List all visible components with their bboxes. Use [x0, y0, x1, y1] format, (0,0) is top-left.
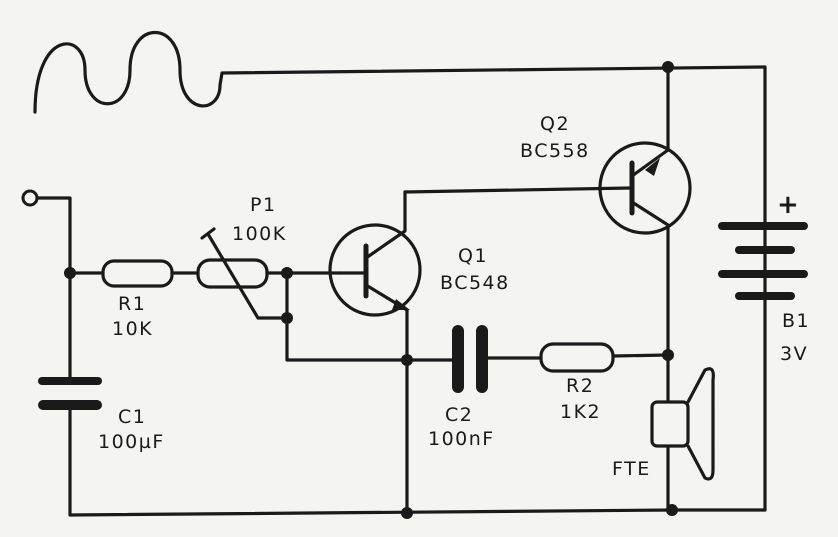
- wire-left-bottom: [68, 403, 767, 517]
- junction-dot: [666, 504, 678, 516]
- junction-dot: [281, 267, 293, 279]
- label-c2-ref: C2: [445, 404, 473, 426]
- junction-dot: [401, 354, 413, 366]
- wire-r2-right: [611, 353, 670, 358]
- junction-dot: [401, 507, 413, 519]
- junction-dot: [64, 267, 76, 279]
- junction-dot: [662, 349, 674, 361]
- label-p1-ref: P1: [250, 194, 277, 216]
- label-q2-value: BC558: [520, 140, 590, 162]
- wire-q1-q2: [403, 186, 632, 194]
- label-b1-ref: B1: [782, 310, 810, 332]
- capacitor-c2: [452, 325, 488, 393]
- label-b1-value: 3V: [780, 343, 808, 365]
- label-q1-value: BC548: [440, 272, 510, 294]
- wire-feedback: [285, 271, 409, 362]
- capacitor-c1: [38, 377, 102, 410]
- label-r1-value: 10K: [112, 318, 153, 340]
- wavy-element: [33, 31, 767, 512]
- speaker-fte: [650, 367, 715, 481]
- label-b1-polarity: +: [777, 190, 800, 220]
- label-fte: FTE: [612, 458, 651, 480]
- label-r1-ref: R1: [118, 293, 146, 315]
- label-c1-ref: C1: [118, 406, 146, 428]
- label-r2-ref: R2: [566, 375, 594, 397]
- label-q1-ref: Q1: [458, 245, 488, 267]
- label-q2-ref: Q2: [540, 113, 570, 135]
- label-p1-value: 100K: [232, 223, 287, 245]
- input-terminal: [21, 189, 39, 207]
- transistor-q1: [328, 190, 422, 517]
- transistor-q2: [598, 65, 692, 357]
- resistor-r1: [101, 259, 174, 288]
- label-c2-value: 100nF: [428, 428, 495, 450]
- wire-input: [35, 196, 72, 385]
- potentiometer-wiper: [200, 227, 289, 320]
- junction-dot: [281, 312, 293, 324]
- label-c1-value: 100µF: [98, 431, 165, 453]
- battery-b1: [718, 222, 808, 300]
- junction-dot: [662, 61, 674, 73]
- label-r2-value: 1K2: [560, 401, 601, 423]
- resistor-r2: [539, 342, 615, 373]
